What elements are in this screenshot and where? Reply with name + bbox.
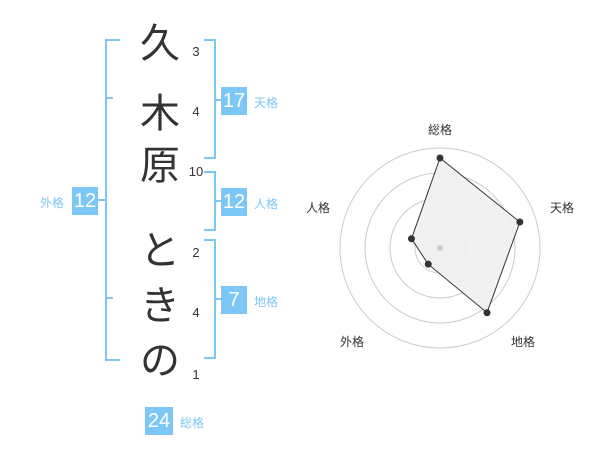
name-char-6: の <box>140 338 180 384</box>
name-char-5: き <box>140 283 180 329</box>
stroke-count-1: 3 <box>192 44 200 59</box>
radar-polygon <box>410 157 521 314</box>
chikaku-label: 地格 <box>254 295 279 309</box>
name-char-2: 木 <box>140 91 180 137</box>
radar-axis-label-gaikaku: 外格 <box>340 334 364 349</box>
tenkaku-value-badge: 17 <box>221 87 247 115</box>
radar-axis-label-soukaku: 総格 <box>428 122 452 137</box>
radar-point-1 <box>436 154 444 162</box>
jinkaku-label: 人格 <box>254 197 279 211</box>
stroke-count-6: 1 <box>192 367 200 382</box>
stroke-count-2: 4 <box>192 104 200 119</box>
radar-point-2 <box>516 218 524 226</box>
jinkaku-value-badge: 12 <box>221 188 247 216</box>
chikaku-value-badge: 7 <box>221 286 247 314</box>
radar-axis-label-chikaku: 地格 <box>511 334 535 349</box>
radar-point-3 <box>483 309 491 317</box>
tenkaku-label: 天格 <box>254 96 279 110</box>
name-char-1: 久 <box>140 21 180 67</box>
soukaku-label: 総格 <box>180 416 205 430</box>
gaikaku-label: 外格 <box>40 196 65 210</box>
stroke-count-4: 2 <box>192 245 200 260</box>
radar-ring-4 <box>339 147 541 349</box>
name-char-3: 原 <box>140 143 180 189</box>
radar-axis-label-tenkaku: 天格 <box>550 200 574 215</box>
soukaku-value-badge: 24 <box>145 407 173 435</box>
radar-points <box>407 154 524 317</box>
gaikaku-value-badge: 12 <box>72 187 98 215</box>
radar-point-4 <box>424 260 432 268</box>
radar-center-dot <box>437 245 443 251</box>
stroke-count-3: 10 <box>188 164 204 179</box>
radar-axis-label-jinkaku: 人格 <box>306 200 330 215</box>
stroke-count-5: 4 <box>192 305 200 320</box>
radar-point-5 <box>407 235 415 243</box>
name-char-4: と <box>140 228 180 274</box>
